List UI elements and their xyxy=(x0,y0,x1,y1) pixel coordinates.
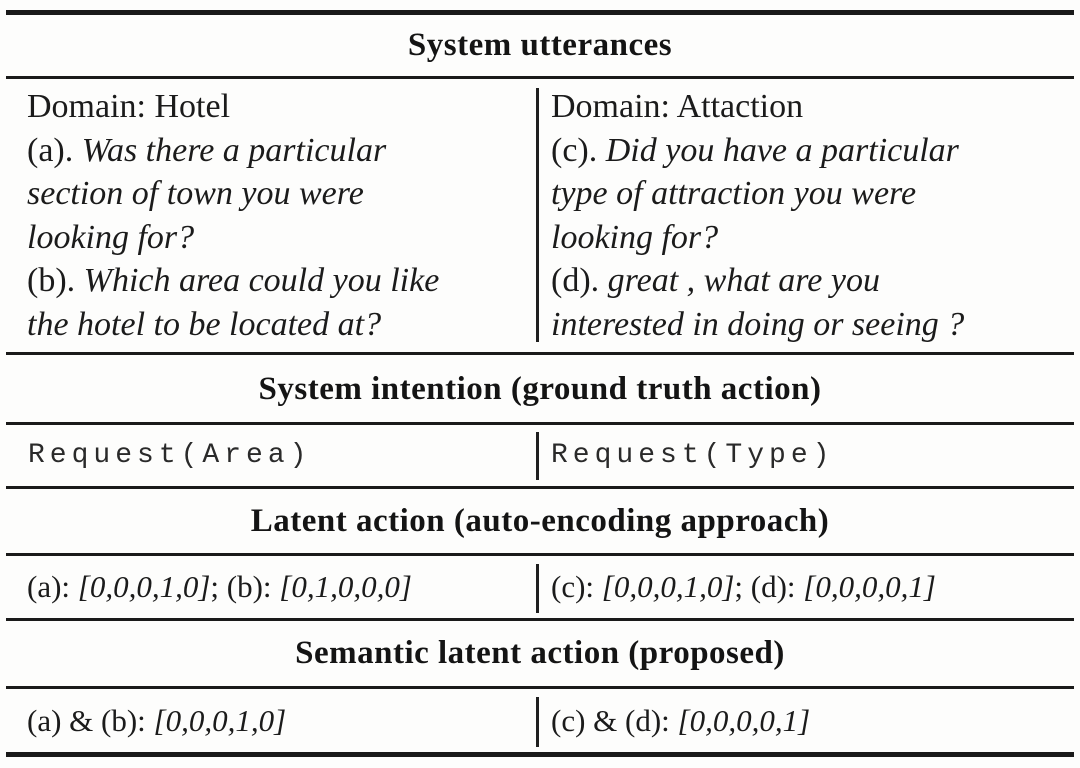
text-segment: (c): xyxy=(551,569,602,604)
latent-attraction-cell: (c): [0,0,0,1,0]; (d): [0,0,0,0,1] xyxy=(551,556,936,618)
italic-text-segment: the hotel to be located at? xyxy=(27,305,382,343)
latent-column-divider xyxy=(536,564,539,613)
italic-text-segment: section of town you were xyxy=(27,175,364,212)
italic-text-segment: looking for? xyxy=(27,218,195,256)
utterances-hotel-cell: Domain: Hotel (a). Was there a particular… xyxy=(27,85,527,346)
text-segment: (d). xyxy=(551,262,608,299)
utterance-line: (c). Did you have a particular xyxy=(551,129,1071,173)
text-segment: (c). xyxy=(551,131,606,169)
bottom-border-rule xyxy=(6,752,1074,757)
semantic-hotel-cell: (a) & (b): [0,0,0,1,0] xyxy=(27,690,286,752)
italic-text-segment: interested in doing or seeing ? xyxy=(551,305,965,343)
italic-text-segment: Was there a particular xyxy=(81,131,387,169)
utterance-line: section of town you were xyxy=(27,172,527,216)
text-segment: Domain: Attaction xyxy=(551,88,804,125)
utterances-section-header: System utterances xyxy=(407,27,673,63)
utterance-line: looking for? xyxy=(27,216,527,260)
utterance-line: Domain: Attaction xyxy=(551,85,1071,129)
utterance-line: the hotel to be located at? xyxy=(27,303,527,347)
italic-text-segment: type of attraction you were xyxy=(551,175,917,212)
latent-header-bottom-rule xyxy=(6,553,1074,556)
italic-text-segment: [0,1,0,0,0] xyxy=(279,569,412,604)
utterance-line: Domain: Hotel xyxy=(27,85,527,129)
utterance-line: interested in doing or seeing ? xyxy=(551,303,1071,347)
italic-text-segment: [0,0,0,1,0] xyxy=(77,569,211,604)
italic-text-segment: [0,0,0,1,0] xyxy=(601,569,735,604)
text-segment: (a) & (b): xyxy=(27,703,154,738)
semantic-section-header: Semantic latent action (proposed) xyxy=(295,635,785,671)
utterances-section-bottom-rule xyxy=(6,352,1074,355)
top-border-rule xyxy=(6,10,1074,15)
intention-section-header: System intention (ground truth action) xyxy=(258,371,822,407)
latent-section-header: Latent action (auto-encoding approach) xyxy=(250,503,830,539)
italic-text-segment: looking for? xyxy=(551,218,719,256)
italic-text-segment: [0,0,0,0,1] xyxy=(803,569,936,604)
latent-row-bottom-rule xyxy=(6,618,1074,621)
intention-hotel-cell: Request(Area) xyxy=(28,440,312,471)
text-segment: (c) & (d): xyxy=(551,703,678,738)
italic-text-segment: [0,0,0,0,1] xyxy=(677,703,811,738)
intention-header-bottom-rule xyxy=(6,422,1074,425)
text-segment: ; (b): xyxy=(210,569,280,604)
utterance-line: (d). great , what are you xyxy=(551,259,1071,303)
latent-hotel-cell: (a): [0,0,0,1,0]; (b): [0,1,0,0,0] xyxy=(27,556,412,618)
semantic-column-divider xyxy=(536,697,539,747)
italic-text-segment: [0,0,0,1,0] xyxy=(153,703,287,738)
italic-text-segment: Did you have a particular xyxy=(605,131,959,169)
semantic-attraction-cell: (c) & (d): [0,0,0,0,1] xyxy=(551,690,810,752)
text-segment: (a): xyxy=(27,569,78,604)
intention-attraction-cell: Request(Type) xyxy=(551,440,835,471)
text-segment: (b). xyxy=(27,262,84,299)
utterance-line: (b). Which area could you like xyxy=(27,259,527,303)
text-segment: Domain: Hotel xyxy=(27,88,231,125)
text-segment: (a). xyxy=(27,131,82,169)
utterance-line: (a). Was there a particular xyxy=(27,129,527,173)
italic-text-segment: great , what are you xyxy=(607,262,880,299)
utterance-line: looking for? xyxy=(551,216,1071,260)
text-segment: ; (d): xyxy=(734,569,804,604)
utterance-line: type of attraction you were xyxy=(551,172,1071,216)
italic-text-segment: Which area could you like xyxy=(83,262,440,299)
utterances-column-divider xyxy=(536,88,539,342)
intention-column-divider xyxy=(536,432,539,480)
utterances-attraction-cell: Domain: Attaction (c). Did you have a par… xyxy=(551,85,1071,346)
intention-row-bottom-rule xyxy=(6,486,1074,489)
utterances-header-bottom-rule xyxy=(6,76,1074,79)
semantic-header-bottom-rule xyxy=(6,686,1074,689)
